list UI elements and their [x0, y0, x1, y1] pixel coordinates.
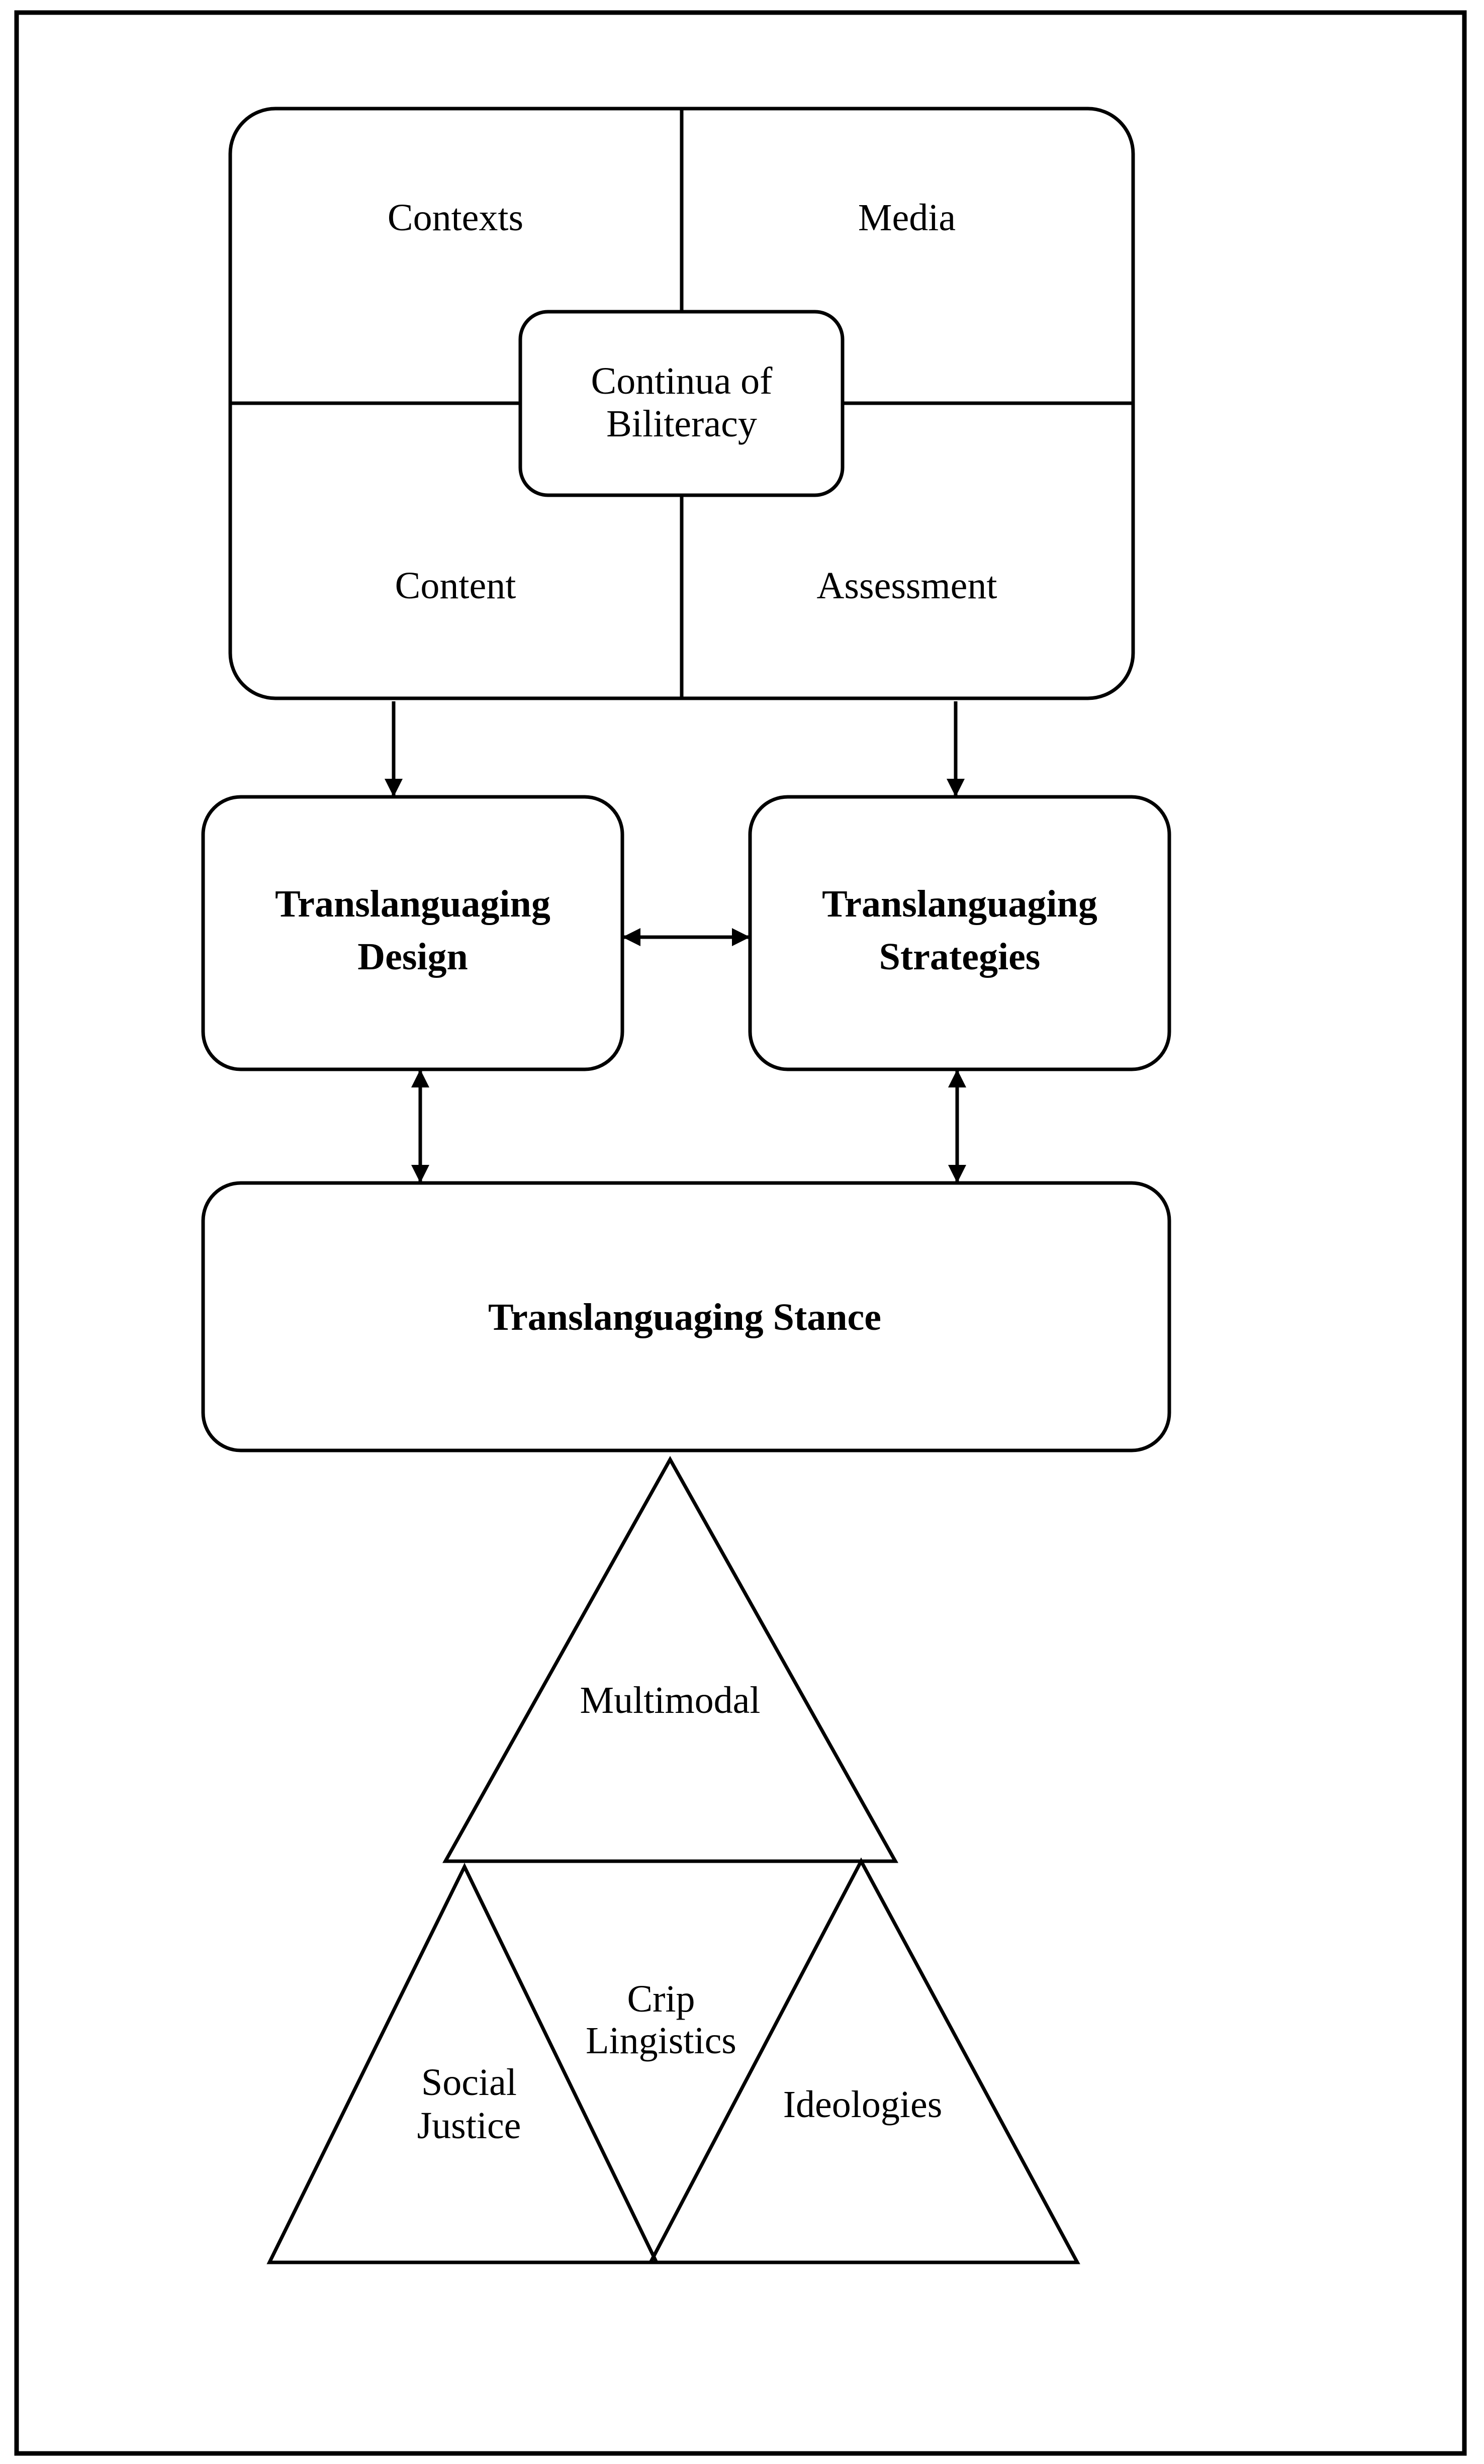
- strategies-label-line1: Translanguaging: [822, 883, 1097, 925]
- strategies-label-line2: Strategies: [879, 936, 1041, 978]
- quadrant-content: Content: [395, 565, 516, 607]
- triangle-multimodal-label: Multimodal: [580, 1679, 761, 1721]
- design-frame: [201, 795, 624, 1071]
- triangle-social-justice: [266, 1863, 660, 2264]
- triangle-ideologies: [647, 1857, 1080, 2264]
- quadrant-media: Media: [858, 197, 956, 239]
- stance-label: Translanguaging Stance: [488, 1296, 881, 1338]
- stance-frame: [201, 1181, 1171, 1452]
- triangle-ideologies-label: Ideologies: [783, 2083, 943, 2126]
- triangle-crip-label-line2: Lingistics: [586, 2020, 736, 2062]
- center-box: [518, 310, 845, 497]
- center-label-line1: Continua of: [591, 360, 773, 402]
- triangle-multimodal: [442, 1455, 898, 1863]
- quadrant-contexts: Contexts: [388, 197, 523, 239]
- quadrant-assessment: Assessment: [817, 565, 997, 607]
- triangle-social-label-line1: Social: [421, 2061, 517, 2104]
- continua-block: Contexts Media Content Assessment Contin…: [228, 107, 1135, 700]
- triangle-crip-label-line1: Crip: [627, 1978, 695, 2020]
- design-label-line1: Translanguaging: [275, 883, 550, 925]
- center-label-line2: Biliteracy: [606, 403, 757, 445]
- triangle-social-label-line2: Justice: [417, 2105, 521, 2147]
- outer-border: [14, 10, 1467, 2456]
- strategies-box: Translanguaging Strategies: [748, 795, 1171, 1071]
- triangle-cluster: Multimodal Social Justice Crip Lingistic…: [266, 1455, 1080, 2264]
- design-label-line2: Design: [357, 936, 468, 978]
- strategies-frame: [748, 795, 1171, 1071]
- design-box: Translanguaging Design: [201, 795, 624, 1071]
- stance-box: Translanguaging Stance: [201, 1181, 1171, 1452]
